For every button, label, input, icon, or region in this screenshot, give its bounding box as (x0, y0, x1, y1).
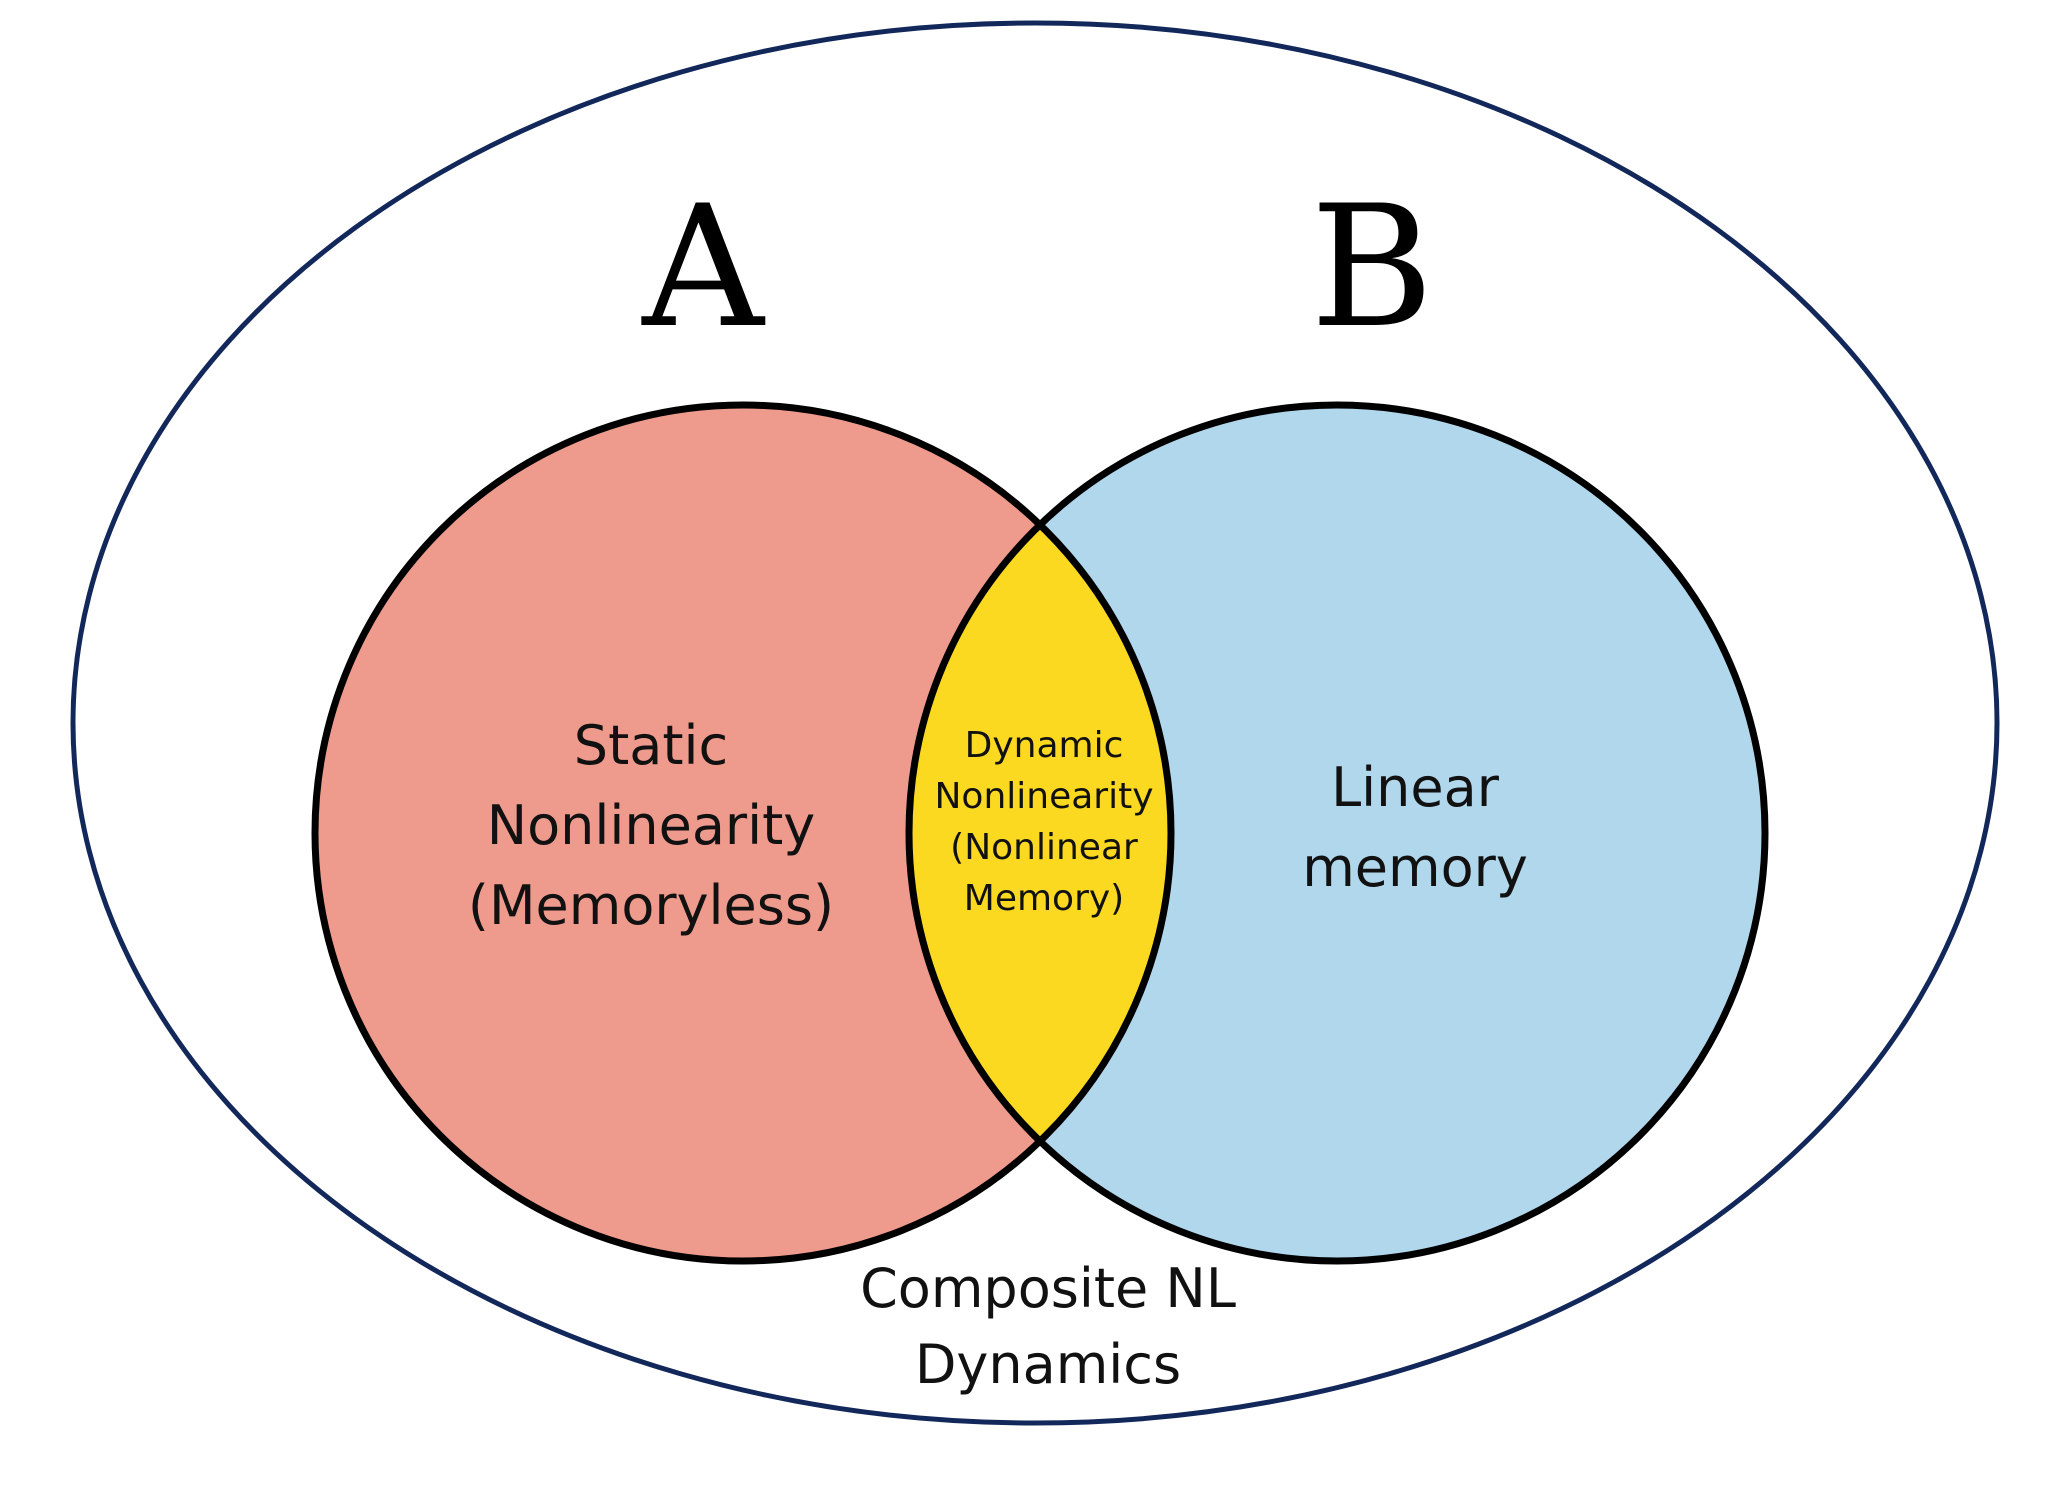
set-b-label: B (1310, 169, 1433, 365)
set-a-outline (311, 401, 1175, 1265)
b-only-line-2: memory (1302, 836, 1528, 899)
a-only-line-1: Static (574, 714, 728, 777)
a-only-line-2: Nonlinearity (487, 794, 816, 857)
set-a-label: A (641, 169, 765, 365)
intersection-line-3: (Nonlinear (950, 827, 1138, 868)
universe-label-line-1: Composite NL (860, 1257, 1236, 1320)
universe-label-line-2: Dynamics (915, 1333, 1181, 1396)
a-only-line-3: (Memoryless) (468, 874, 834, 937)
intersection-line-4: Memory) (964, 878, 1124, 919)
intersection-line-2: Nonlinearity (934, 776, 1153, 817)
b-only-line-1: Linear (1331, 756, 1500, 819)
set-a-circle (315, 405, 1171, 1261)
set-b-circle (909, 405, 1765, 1261)
set-b-outline (905, 401, 1769, 1265)
intersection-line-1: Dynamic (965, 725, 1124, 766)
